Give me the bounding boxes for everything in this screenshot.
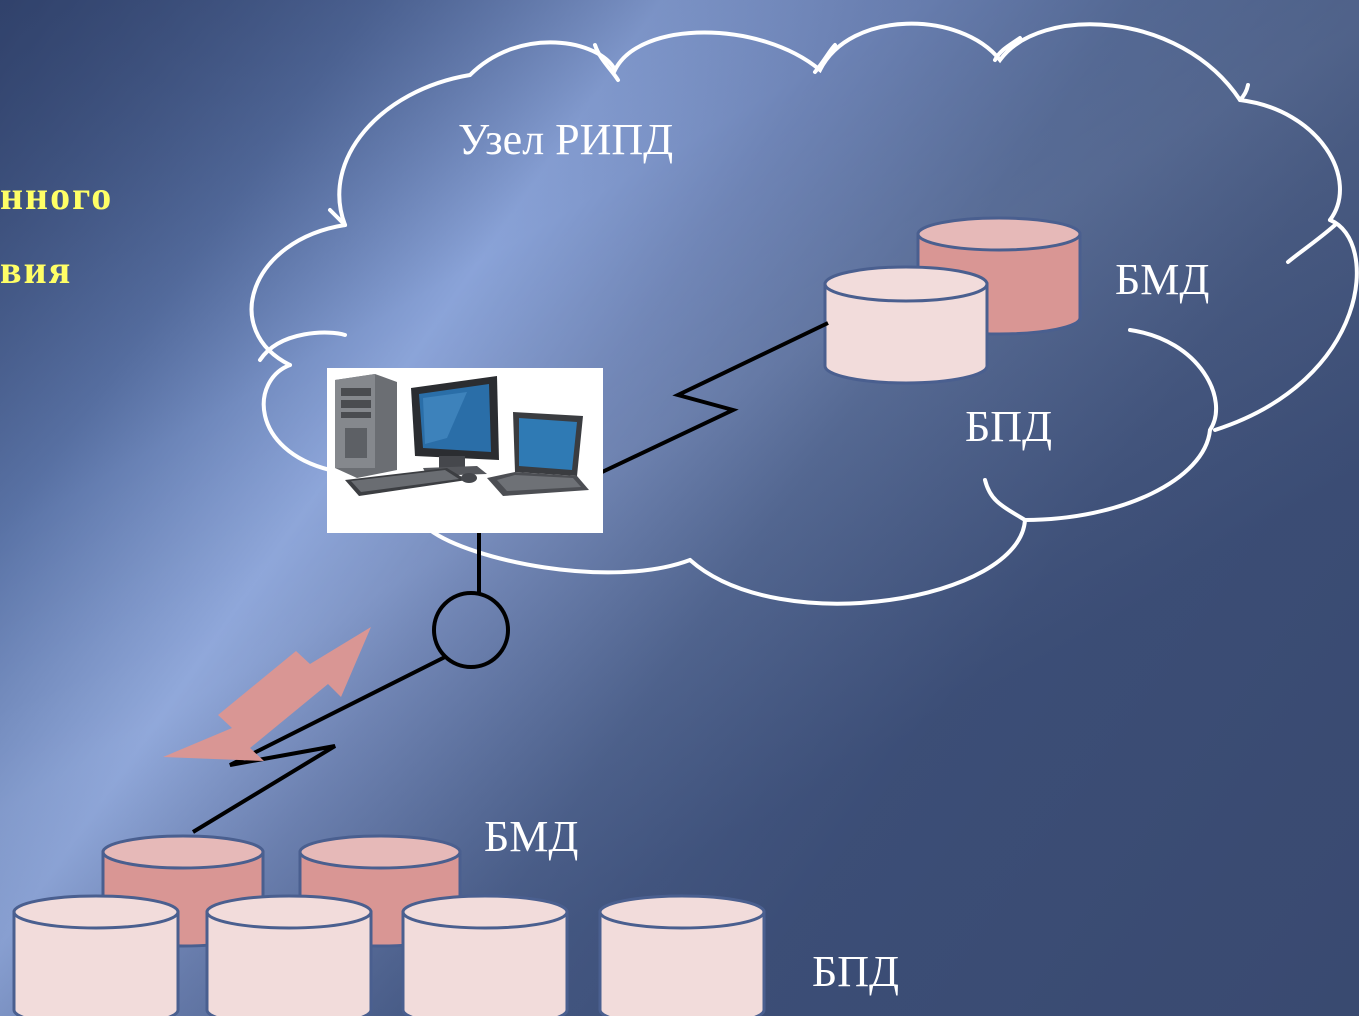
- bottom-bmd-label: БМД: [484, 812, 579, 861]
- bottom-bpd-label: БПД: [812, 947, 900, 996]
- hub-node: [432, 591, 510, 669]
- link-computer-to-cloud-db: [599, 321, 829, 475]
- bottom-bpd-cylinder: [401, 894, 569, 1016]
- bottom-bpd-cylinder: [598, 894, 766, 1016]
- cloud-label: Узел РИПД: [458, 115, 674, 164]
- title-fragment-line1: нного: [0, 173, 114, 218]
- computer-workstation-icon: [327, 368, 603, 533]
- link-hub-to-bottom-db: [191, 655, 446, 834]
- title-fragment-line2: вия: [0, 247, 73, 292]
- cloud-bpd-cylinder: [823, 265, 989, 385]
- cloud-bmd-label: БМД: [1115, 255, 1210, 304]
- bottom-bpd-cylinder: [205, 894, 373, 1016]
- ripd-cloud: [249, 21, 1359, 606]
- cloud-bpd-label: БПД: [965, 402, 1053, 451]
- bottom-bpd-cylinder: [12, 894, 180, 1016]
- bidirectional-exchange-arrow: [163, 627, 371, 761]
